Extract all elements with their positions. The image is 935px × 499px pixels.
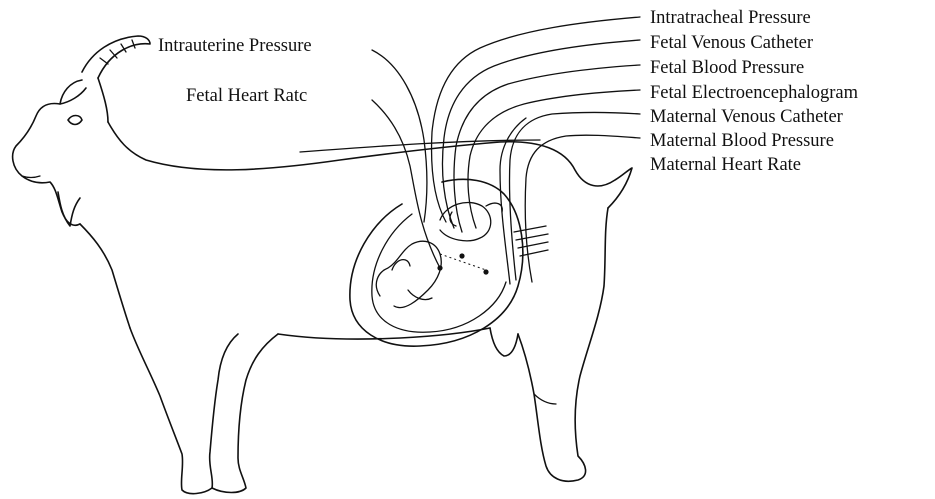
fetus-snout (486, 203, 502, 212)
goat-belly (278, 328, 490, 339)
fetal-blood-pressure-line (454, 65, 640, 232)
maternal-venous-catheter-line (509, 113, 640, 281)
uterus-outline (350, 179, 523, 346)
labels: Intrauterine Pressure Fetal Heart Ratc I… (158, 8, 859, 175)
intratracheal-pressure-line (432, 17, 640, 222)
label-fetal-electroencephalogram: Fetal Electroencephalogram (650, 83, 859, 103)
goat-udder (490, 328, 518, 356)
goat-illustration (13, 36, 632, 494)
goat-hind-leg (518, 208, 608, 481)
label-fetal-blood-pressure: Fetal Blood Pressure (650, 58, 804, 78)
goat-back (108, 122, 632, 208)
maternal-catheter-hatch (514, 226, 548, 256)
label-fetal-heart-rate: Fetal Heart Ratc (186, 86, 307, 106)
fetal-electrode-3 (483, 269, 488, 274)
label-maternal-venous-catheter: Maternal Venous Catheter (650, 107, 843, 127)
goat-horn-ridges (100, 40, 135, 64)
catheter-lines (300, 17, 640, 284)
label-fetal-venous-catheter: Fetal Venous Catheter (650, 33, 813, 53)
fetal-electrode-2 (459, 253, 464, 258)
goat-beard (58, 192, 80, 226)
label-maternal-blood-pressure: Maternal Blood Pressure (650, 131, 834, 151)
fetus-limb (392, 260, 432, 300)
uterus-and-fetus (350, 179, 523, 346)
fetal-electroencephalogram-line (468, 90, 640, 228)
label-intrauterine-pressure: Intrauterine Pressure (158, 36, 312, 56)
goat-neck-front (80, 224, 130, 328)
goat-front-leg (130, 328, 238, 494)
fetal-venous-catheter-line (442, 40, 640, 228)
label-intratracheal-pressure: Intratracheal Pressure (650, 8, 811, 28)
goat-eye (68, 116, 82, 125)
goat-hind-leg-front (534, 394, 556, 404)
goat-ear (60, 80, 86, 104)
label-maternal-heart-rate: Maternal Heart Rate (650, 155, 801, 175)
goat-mouth (22, 176, 40, 178)
maternal-blood-pressure-line (525, 135, 640, 282)
